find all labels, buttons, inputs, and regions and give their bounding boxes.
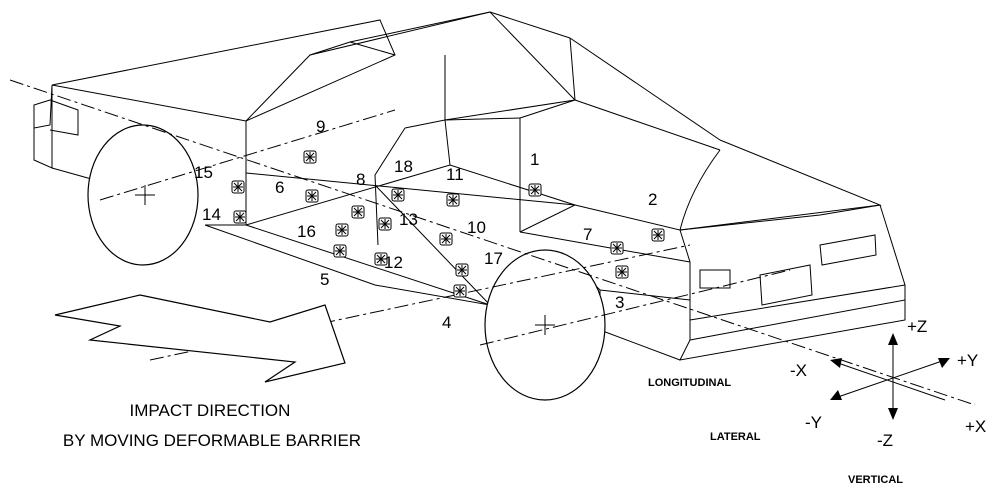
front-wheel bbox=[484, 249, 606, 401]
accelerometer-marker bbox=[439, 232, 453, 246]
point-label-14: 14 bbox=[202, 205, 221, 224]
minus-x-label: -X bbox=[790, 361, 807, 380]
point-label-8: 8 bbox=[356, 170, 365, 189]
plus-z-label: +Z bbox=[907, 317, 927, 336]
minus-y-label: -Y bbox=[805, 413, 822, 432]
accelerometer-marker bbox=[233, 210, 247, 224]
minus-z-label: -Z bbox=[877, 431, 893, 450]
accelerometer-marker bbox=[615, 265, 629, 279]
accelerometer-marker bbox=[378, 217, 392, 231]
accelerometer-marker bbox=[335, 223, 349, 237]
point-label-13: 13 bbox=[399, 210, 418, 229]
accelerometer-marker bbox=[528, 183, 542, 197]
point-label-17: 17 bbox=[484, 249, 503, 268]
point-label-1: 1 bbox=[530, 150, 539, 169]
accelerometer-marker bbox=[455, 263, 469, 277]
accelerometer-marker bbox=[374, 252, 388, 266]
plus-x-label: +X bbox=[965, 417, 986, 436]
centerlines bbox=[9, 79, 976, 406]
accelerometer-marker bbox=[333, 244, 347, 258]
point-label-10: 10 bbox=[467, 218, 486, 237]
point-label-5: 5 bbox=[320, 270, 329, 289]
point-label-2: 2 bbox=[648, 190, 657, 209]
coordinate-axes: +Z -Z +Y -Y +X -X LONGITUDINAL LATERAL V… bbox=[648, 317, 986, 486]
point-label-9: 9 bbox=[316, 117, 325, 136]
accelerometer-marker bbox=[391, 188, 405, 202]
accelerometer-marker bbox=[651, 228, 665, 242]
vertical-label: VERTICAL bbox=[848, 474, 903, 486]
accelerometer-marker bbox=[231, 180, 245, 194]
rear-wheel bbox=[87, 124, 199, 266]
lateral-label: LATERAL bbox=[710, 431, 761, 443]
caption-line-1: IMPACT DIRECTION bbox=[130, 401, 291, 420]
point-labels: 1 2 3 4 5 6 7 8 9 10 11 12 13 14 15 16 1… bbox=[194, 117, 657, 332]
accelerometer-markers bbox=[231, 150, 665, 298]
impact-arrow bbox=[54, 294, 346, 383]
accelerometer-marker bbox=[446, 193, 460, 207]
point-label-12: 12 bbox=[384, 253, 403, 272]
point-label-11: 11 bbox=[446, 165, 464, 184]
accelerometer-marker bbox=[305, 189, 319, 203]
point-label-18: 18 bbox=[394, 157, 413, 176]
point-label-15: 15 bbox=[194, 163, 213, 182]
accelerometer-marker bbox=[351, 205, 365, 219]
impact-caption: IMPACT DIRECTION BY MOVING DEFORMABLE BA… bbox=[63, 401, 361, 450]
point-label-4: 4 bbox=[442, 313, 451, 332]
longitudinal-label: LONGITUDINAL bbox=[648, 377, 731, 389]
accelerometer-marker bbox=[453, 284, 467, 298]
accelerometer-marker bbox=[303, 150, 317, 164]
point-label-16: 16 bbox=[297, 222, 316, 241]
point-label-6: 6 bbox=[275, 178, 284, 197]
plus-y-label: +Y bbox=[957, 351, 978, 370]
point-label-3: 3 bbox=[615, 293, 624, 312]
point-label-7: 7 bbox=[583, 225, 592, 244]
caption-line-2: BY MOVING DEFORMABLE BARRIER bbox=[63, 431, 361, 450]
car-body bbox=[33, 11, 906, 361]
accelerometer-marker bbox=[610, 241, 624, 255]
